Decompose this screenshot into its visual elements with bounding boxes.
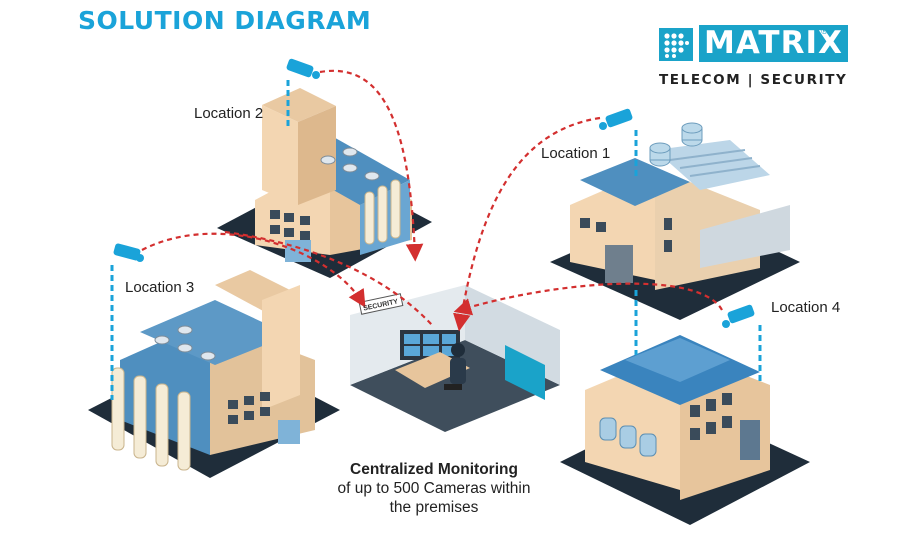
- link-location-2-a: [319, 69, 424, 262]
- building-location-2: [217, 88, 432, 278]
- brand-name: MATRIX: [699, 25, 848, 62]
- link-location-1: [453, 116, 601, 332]
- label-location-2: Location 2: [194, 105, 264, 122]
- caption-line-2: of up to 500 Cameras within: [337, 480, 531, 497]
- label-location-1: Location 1: [541, 145, 611, 162]
- building-location-3: [88, 270, 340, 478]
- camera-location-4: [634, 290, 762, 385]
- label-location-3: Location 3: [125, 279, 195, 296]
- logo-mark-icon: [659, 28, 693, 61]
- camera-location-2: [286, 58, 320, 130]
- brand-tagline: TELECOM | SECURITY: [659, 72, 848, 88]
- security-room: [350, 285, 560, 432]
- camera-location-1: [599, 108, 638, 176]
- camera-location-3: [110, 243, 144, 400]
- link-location-4: [453, 282, 723, 316]
- diagram-title: SOLUTION DIAGRAM: [78, 6, 372, 35]
- building-location-1: [550, 122, 800, 320]
- caption-headline: Centralized Monitoring: [350, 461, 518, 478]
- security-sign: [358, 293, 404, 315]
- label-location-4: Location 4: [771, 299, 841, 316]
- brand-logo: MATRIX ® TELECOM | SECURITY: [659, 25, 848, 96]
- link-location-3: [141, 232, 366, 308]
- caption: Centralized Monitoring of up to 500 Came…: [303, 460, 565, 517]
- camera-links: [141, 69, 723, 332]
- registered-mark: ®: [821, 26, 828, 36]
- link-location-2-b: [224, 230, 433, 326]
- building-location-4: [560, 335, 810, 525]
- caption-line-3: the premises: [389, 499, 479, 516]
